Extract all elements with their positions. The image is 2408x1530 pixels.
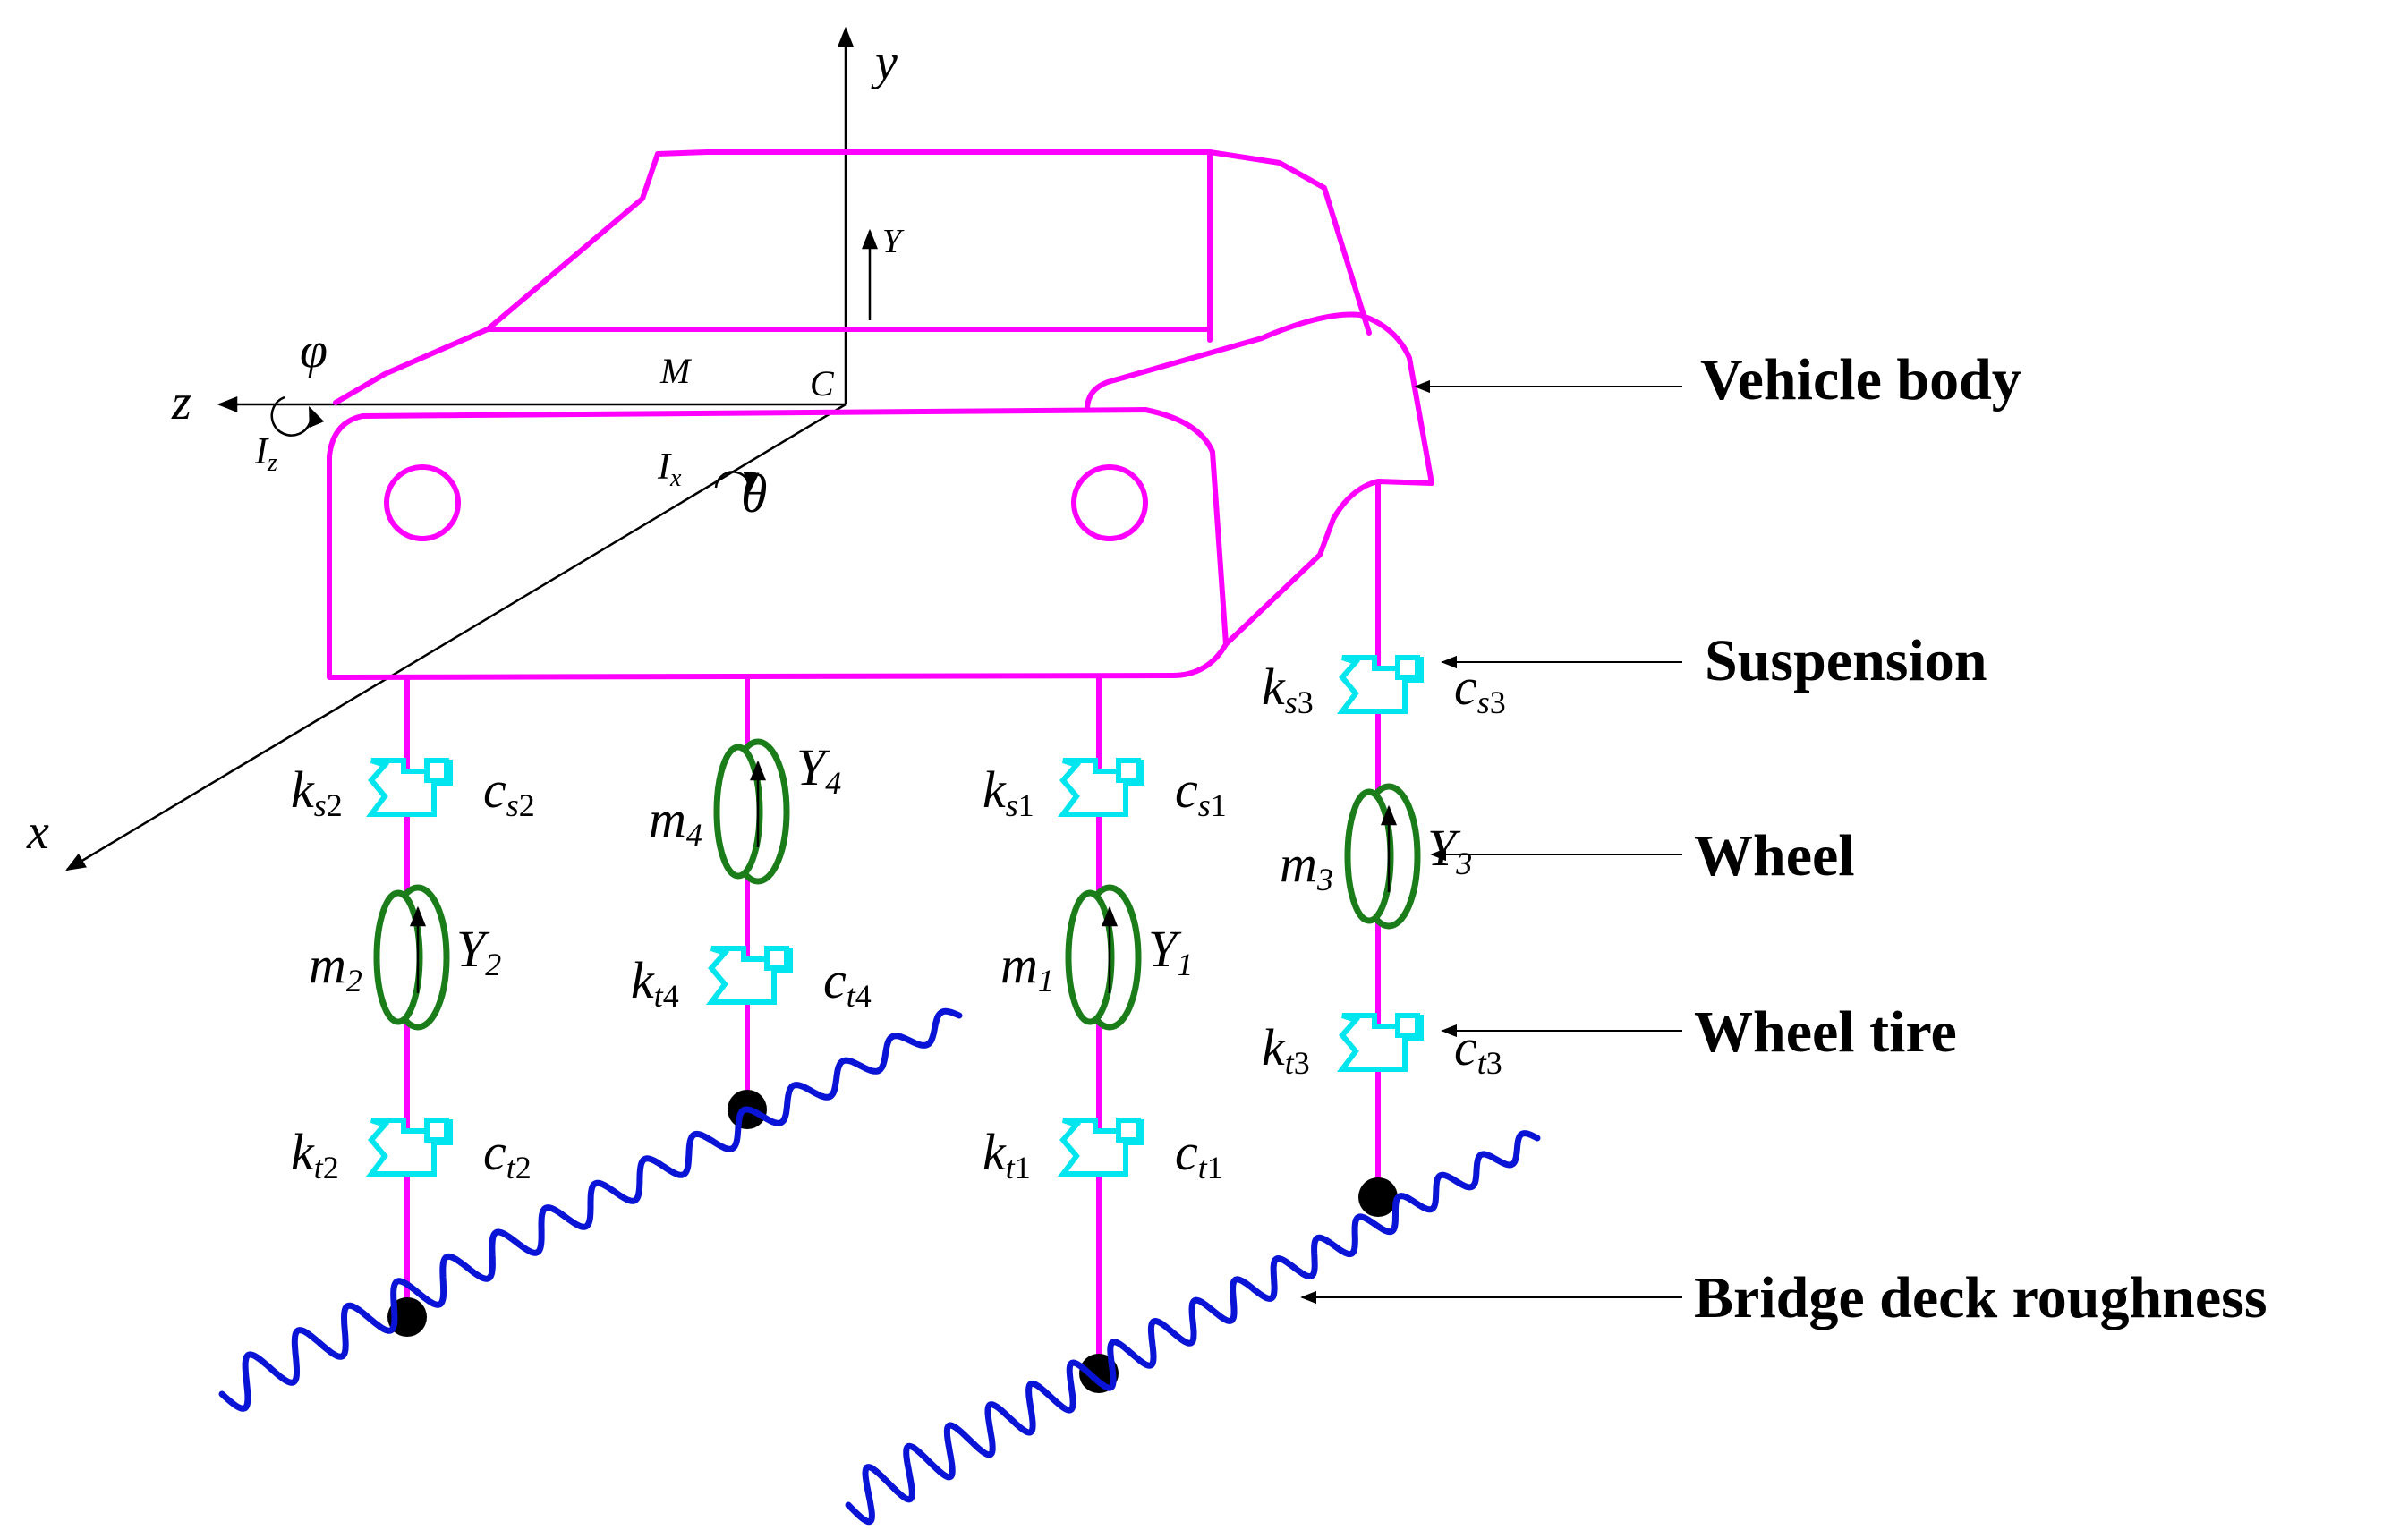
x-axis [65, 403, 847, 871]
kt-2-label: kt2 [291, 1123, 339, 1186]
y-axis-label: y [871, 35, 898, 90]
C-label: C [810, 363, 835, 404]
body-box-outline [327, 407, 1229, 680]
spring-damper-icon [1337, 655, 1424, 714]
Iz-label: Iz [254, 431, 277, 477]
Y-4-label: Y4 [796, 738, 841, 801]
vehicle-body-callout: Vehicle body [1700, 347, 2021, 412]
wheel-icon [1065, 884, 1142, 1031]
wheelset-3 [1337, 481, 1424, 1217]
roughness-wave-icon [218, 1007, 963, 1412]
Y-1-label: Y1 [1148, 920, 1193, 982]
spring-damper-icon [1337, 1013, 1424, 1072]
m-3-label: m3 [1280, 835, 1333, 897]
bridge-deck-roughness [218, 1007, 1541, 1526]
contact-point-icon [387, 1297, 427, 1337]
cabin-outline [333, 149, 1372, 405]
wheelset-1 [1058, 677, 1144, 1393]
wheelset-4 [706, 677, 793, 1129]
wheel-callout: Wheel [1694, 823, 1855, 888]
theta-label: θ [741, 464, 767, 523]
vehicle-body [327, 149, 1434, 680]
Y-3-label: Y3 [1427, 819, 1472, 881]
spring-damper-icon [1058, 1118, 1144, 1177]
ct-4-label: ct4 [823, 951, 872, 1014]
ct-2-label: ct2 [483, 1123, 532, 1186]
roughness-callout: Bridge deck roughness [1694, 1265, 2268, 1330]
callouts: Vehicle body Suspension Wheel Wheel tire… [1300, 347, 2268, 1330]
phi-label: φ [300, 323, 328, 378]
wheelset-2 [366, 677, 453, 1337]
wheel-icon [1344, 783, 1421, 930]
spring-damper-icon [366, 758, 453, 817]
m-2-label: m2 [309, 936, 362, 999]
roughness-wave-icon [845, 1130, 1541, 1526]
cs-1-label: cs1 [1175, 761, 1227, 823]
body-circle-left [384, 464, 461, 541]
coordinate-axes [65, 26, 878, 871]
cs-2-label: cs2 [483, 761, 535, 823]
cs-3-label: cs3 [1454, 658, 1506, 720]
axis-labels: y z x Y M C φ θ Iz Ix [26, 35, 905, 860]
ct-1-label: ct1 [1175, 1123, 1223, 1186]
ct-3-label: ct3 [1454, 1018, 1502, 1081]
ks-2-label: ks2 [291, 761, 343, 823]
contact-point-icon [1358, 1177, 1398, 1217]
wheel-tire-callout: Wheel tire [1694, 999, 1957, 1065]
spring-damper-icon [366, 1118, 453, 1177]
Y-label: Y [882, 223, 905, 260]
Ix-label: Ix [657, 446, 682, 492]
body-circle-right [1071, 464, 1148, 541]
spring-damper-icon [1058, 758, 1144, 817]
kt-3-label: kt3 [1262, 1018, 1310, 1081]
wheel-assemblies [366, 481, 1424, 1393]
ks-3-label: ks3 [1262, 658, 1314, 720]
wheel-icon [713, 738, 790, 885]
hood-outline [1085, 311, 1434, 647]
Y-2-label: Y2 [456, 920, 501, 982]
spring-damper-icon [706, 946, 793, 1005]
wheel-icon [373, 884, 450, 1031]
M-label: M [659, 351, 693, 391]
rotation-arrow-icon [270, 395, 325, 437]
m-1-label: m1 [1000, 936, 1054, 999]
ks-1-label: ks1 [983, 761, 1034, 823]
kt-1-label: kt1 [983, 1123, 1031, 1186]
x-axis-label: x [26, 804, 49, 860]
suspension-callout: Suspension [1705, 628, 1987, 693]
m-4-label: m4 [649, 790, 702, 853]
z-axis-label: z [171, 375, 191, 430]
component-labels: ks2 cs2 m2 Y2 kt2 ct2 m4 Y4 kt4 ct4 ks1 cs1 m1 Y1 kt1 c… [291, 658, 1506, 1186]
rotation-arrow-icon [714, 471, 760, 493]
kt-4-label: kt4 [631, 951, 679, 1014]
